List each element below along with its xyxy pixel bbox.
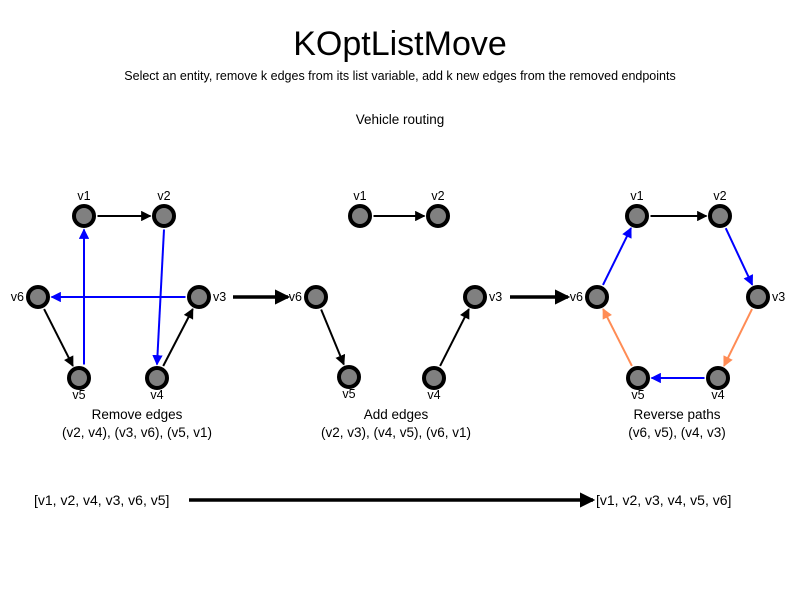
node-reverse-v2[interactable]: v2 bbox=[708, 189, 732, 228]
edge-v5-v6 bbox=[602, 308, 633, 367]
nodes-layer: v1 v2 v3 v4 v5 v6 v1 v2 v3 v4 v5 v6 v1 v2 v3 v4 v5 v6 bbox=[11, 189, 785, 402]
node-label: v4 bbox=[150, 388, 163, 402]
panel-caption-reverse: Reverse paths (v6, v5), (v4, v3) bbox=[628, 407, 726, 440]
node-reverse-v6[interactable]: v6 bbox=[570, 285, 609, 309]
node-label: v6 bbox=[11, 290, 24, 304]
node-label: v4 bbox=[427, 388, 440, 402]
caption-detail: (v2, v4), (v3, v6), (v5, v1) bbox=[62, 425, 212, 440]
node-label: v3 bbox=[489, 290, 502, 304]
node-remove-v4[interactable]: v4 bbox=[145, 366, 169, 402]
node-label: v1 bbox=[77, 189, 90, 203]
node-label: v1 bbox=[630, 189, 643, 203]
node-reverse-v3[interactable]: v3 bbox=[746, 285, 785, 309]
node-label: v4 bbox=[711, 388, 724, 402]
captions-layer: Remove edges (v2, v4), (v3, v6), (v5, v1)… bbox=[62, 407, 726, 440]
node-label: v6 bbox=[570, 290, 583, 304]
node-remove-v3[interactable]: v3 bbox=[187, 285, 226, 309]
list-before: [v1, v2, v4, v3, v6, v5] bbox=[34, 492, 169, 508]
caption-detail: (v2, v3), (v4, v5), (v6, v1) bbox=[321, 425, 471, 440]
node-remove-v1[interactable]: v1 bbox=[72, 189, 96, 228]
node-reverse-v4[interactable]: v4 bbox=[706, 366, 730, 402]
node-label: v6 bbox=[289, 290, 302, 304]
node-reverse-v1[interactable]: v1 bbox=[625, 189, 649, 228]
edge-v3-v4 bbox=[723, 308, 753, 367]
node-label: v5 bbox=[72, 388, 85, 402]
caption-detail: (v6, v5), (v4, v3) bbox=[628, 425, 726, 440]
caption-title: Remove edges bbox=[92, 407, 183, 422]
list-transition-layer: [v1, v2, v4, v3, v6, v5] [v1, v2, v3, v4,… bbox=[34, 492, 731, 508]
edge-v6-v5 bbox=[43, 308, 74, 367]
section-label: Vehicle routing bbox=[355, 112, 445, 127]
node-add-v4[interactable]: v4 bbox=[422, 366, 446, 402]
node-add-v2[interactable]: v2 bbox=[426, 189, 450, 228]
node-label: v3 bbox=[772, 290, 785, 304]
node-add-v6[interactable]: v6 bbox=[289, 285, 328, 309]
node-add-v5[interactable]: v5 bbox=[337, 365, 361, 401]
edge-v2-v3 bbox=[724, 227, 754, 286]
edge-v6-v5 bbox=[320, 309, 346, 366]
edge-v6-v1 bbox=[602, 227, 632, 286]
list-after: [v1, v2, v3, v4, v5, v6] bbox=[596, 492, 731, 508]
node-label: v3 bbox=[213, 290, 226, 304]
node-label: v2 bbox=[713, 189, 726, 203]
node-remove-v6[interactable]: v6 bbox=[11, 285, 50, 309]
page-title: KOptListMove bbox=[293, 25, 507, 63]
panel-caption-add: Add edges (v2, v3), (v4, v5), (v6, v1) bbox=[321, 407, 471, 440]
caption-title: Reverse paths bbox=[633, 407, 720, 422]
page-subtitle: Select an entity, remove k edges from it… bbox=[124, 69, 676, 83]
node-add-v3[interactable]: v3 bbox=[463, 285, 502, 309]
node-remove-v2[interactable]: v2 bbox=[152, 189, 176, 228]
node-add-v1[interactable]: v1 bbox=[348, 189, 372, 228]
edge-v4-v3 bbox=[162, 308, 194, 367]
node-label: v2 bbox=[431, 189, 444, 203]
edge-v4-v3 bbox=[439, 308, 470, 367]
node-label: v5 bbox=[631, 388, 644, 402]
node-label: v5 bbox=[342, 387, 355, 401]
edges-layer bbox=[43, 210, 754, 384]
node-label: v2 bbox=[157, 189, 170, 203]
caption-title: Add edges bbox=[364, 407, 429, 422]
panel-caption-remove: Remove edges (v2, v4), (v3, v6), (v5, v1) bbox=[62, 407, 212, 440]
node-label: v1 bbox=[353, 189, 366, 203]
node-remove-v5[interactable]: v5 bbox=[67, 366, 91, 402]
node-reverse-v5[interactable]: v5 bbox=[626, 366, 650, 402]
